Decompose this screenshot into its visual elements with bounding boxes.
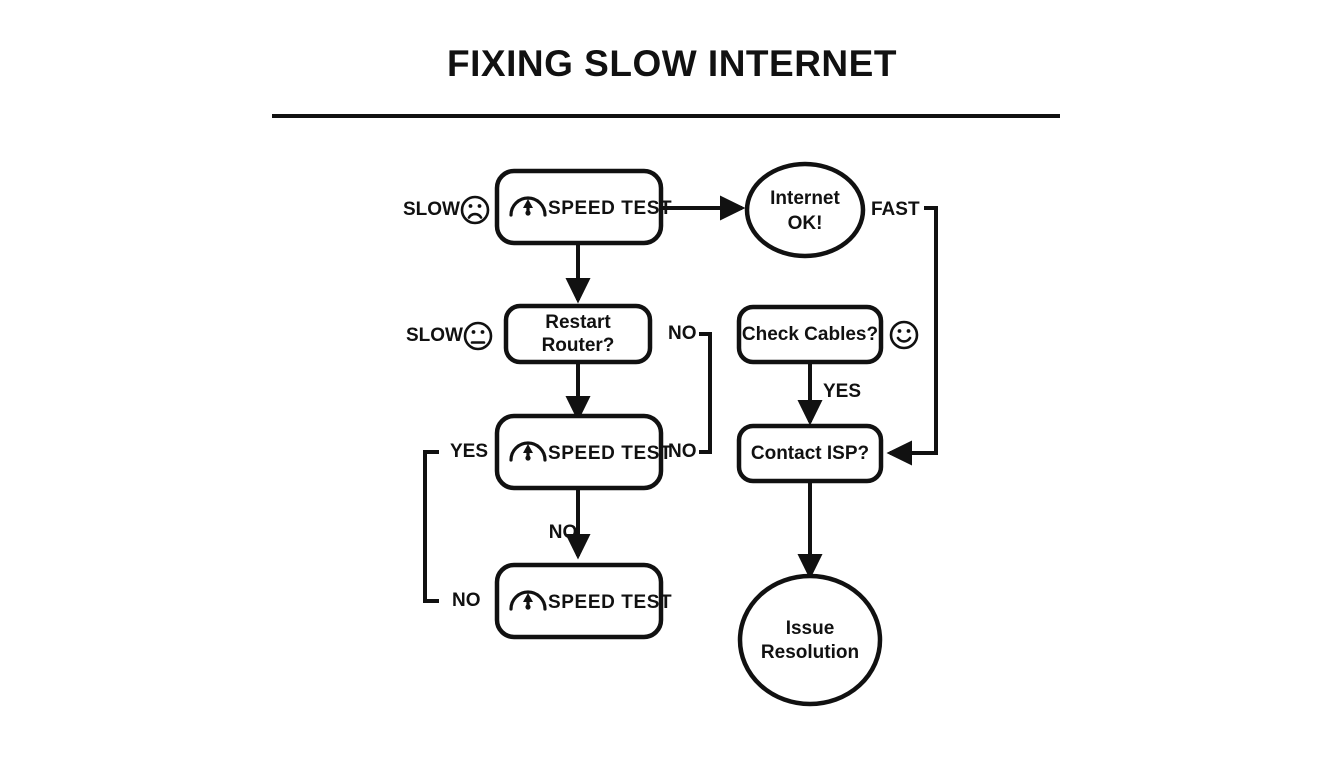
edge-no-bracket-right — [699, 332, 712, 454]
node-speed-test-3[interactable]: SPEED TEST — [494, 562, 672, 640]
node-issue-resolution[interactable]: Issue Resolution — [737, 573, 883, 707]
node-speed-test-2-box[interactable] — [494, 413, 664, 491]
node-restart-router[interactable]: Restart Router? — [503, 303, 653, 365]
node-internet-ok-line1: Internet — [770, 188, 840, 209]
node-restart-router-box[interactable] — [503, 303, 653, 365]
edge-yes-no-bracket-left — [423, 450, 439, 603]
neutral-face-icon — [463, 321, 493, 351]
annotation-slow-top: SLOW — [403, 195, 490, 225]
page-title: FIXING SLOW INTERNET — [447, 43, 897, 84]
node-speed-test-2[interactable]: SPEED TEST — [494, 413, 672, 491]
node-contact-isp[interactable]: Contact ISP? — [736, 423, 884, 484]
edge-fast-to-contactisp — [886, 206, 938, 466]
speedometer-icon — [509, 590, 547, 611]
slow-top-label: SLOW — [403, 199, 460, 220]
node-speed-test-3-box[interactable] — [494, 562, 664, 640]
page-title-area: FIXING SLOW INTERNET — [0, 43, 1344, 85]
node-issue-resolution-shape[interactable] — [737, 573, 883, 707]
node-internet-ok-shape[interactable] — [744, 161, 866, 259]
no-restart-right-label: NO — [668, 323, 697, 344]
node-restart-router-line1: Restart — [545, 312, 611, 333]
node-internet-ok-line2: OK! — [788, 213, 823, 234]
node-check-cables-box[interactable] — [736, 304, 884, 365]
slow-mid-label: SLOW — [406, 325, 463, 346]
no-speed3-left-label: NO — [452, 590, 481, 611]
node-speed-test-1-box[interactable] — [494, 168, 664, 246]
no-speed2-down-label: NO — [549, 522, 578, 543]
node-contact-isp-label: Contact ISP? — [751, 443, 869, 464]
node-restart-router-line2: Router? — [542, 335, 615, 356]
node-speed-test-1[interactable]: SPEED TEST — [494, 168, 672, 246]
node-contact-isp-box[interactable] — [736, 423, 884, 484]
yes-cables-label: YES — [823, 381, 861, 402]
node-check-cables[interactable]: Check Cables? — [736, 304, 884, 365]
fast-label: FAST — [871, 199, 920, 220]
node-issue-resolution-line2: Resolution — [761, 642, 859, 663]
title-divider — [272, 114, 1060, 118]
annotation-slow-mid: SLOW — [406, 321, 493, 351]
node-check-cables-label: Check Cables? — [742, 324, 878, 345]
yes-speed2-left-label: YES — [450, 441, 488, 462]
node-speed-test-1-label: SPEED TEST — [548, 198, 672, 219]
node-speed-test-2-label: SPEED TEST — [548, 443, 672, 464]
node-internet-ok[interactable]: Internet OK! — [744, 161, 866, 259]
no-speed2-right-label: NO — [668, 441, 697, 462]
node-issue-resolution-line1: Issue — [786, 618, 835, 639]
speedometer-icon — [509, 441, 547, 462]
speedometer-icon — [509, 196, 547, 217]
happy-face-icon — [889, 320, 919, 350]
node-speed-test-3-label: SPEED TEST — [548, 592, 672, 613]
sad-face-icon — [460, 195, 490, 225]
